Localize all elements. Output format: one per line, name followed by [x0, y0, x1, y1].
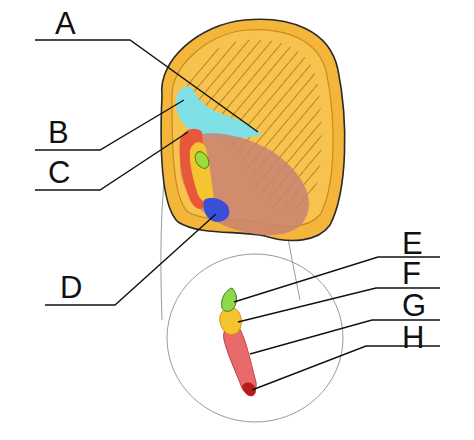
scutellum	[180, 133, 309, 235]
seedling-leaf	[222, 288, 237, 311]
part-letter: B	[48, 117, 69, 148]
part-letter: A	[55, 8, 76, 39]
part-letter: F	[402, 258, 421, 289]
part-letter: E	[402, 228, 423, 259]
seedling-yellow	[220, 308, 242, 335]
leaf-green	[192, 149, 211, 171]
radicle-blue	[204, 198, 230, 222]
leader-lines	[35, 40, 440, 390]
part-letter: H	[402, 322, 424, 353]
plumule-yellow	[190, 142, 214, 202]
part-letter: C	[48, 157, 70, 188]
part-letter: D	[60, 272, 82, 303]
kernel-pericarp	[161, 19, 345, 240]
part-letter: G	[402, 290, 426, 321]
